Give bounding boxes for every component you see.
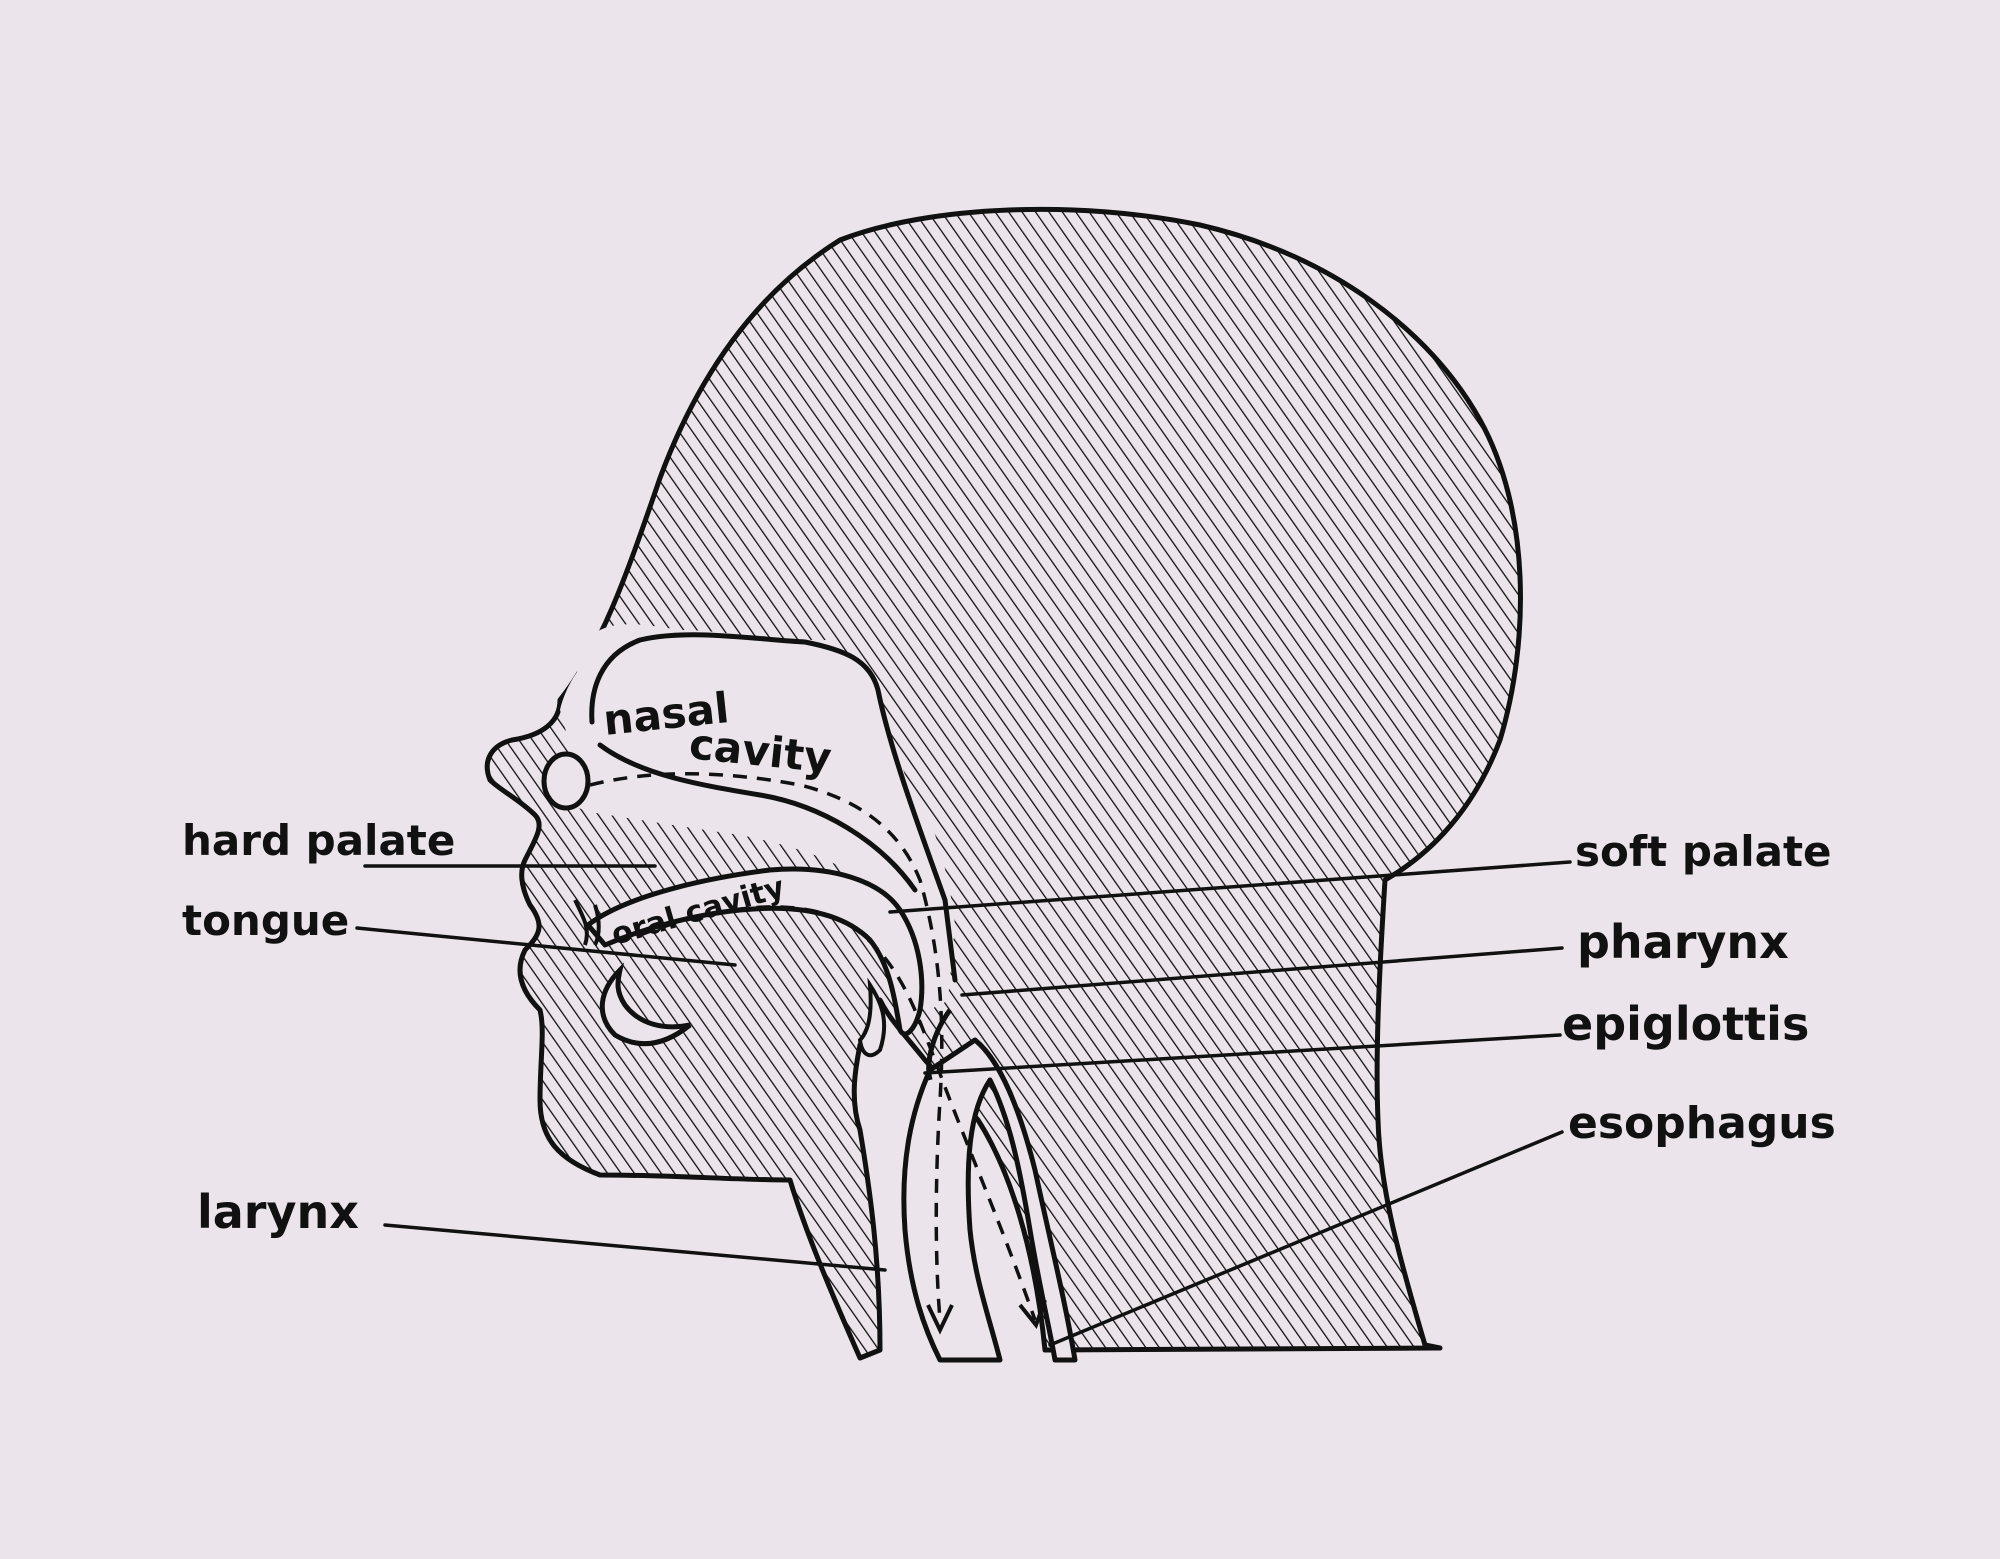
larynx-label: larynx xyxy=(197,1185,359,1239)
esophagus-label: esophagus xyxy=(1568,1098,1836,1149)
head-silhouette xyxy=(484,206,1523,1361)
epiglottis-label: epiglottis xyxy=(1562,997,1809,1051)
tongue-leader xyxy=(355,926,737,967)
airflow-paths xyxy=(589,772,1037,1321)
nasal-cavity-region xyxy=(560,624,958,1009)
leader-lines xyxy=(355,860,1572,1347)
larynx-leader xyxy=(383,1223,887,1272)
esophagus-leader xyxy=(1048,1130,1564,1347)
hard-palate-label: hard palate xyxy=(182,816,455,865)
oral-cavity-region xyxy=(573,866,925,1058)
nostril xyxy=(541,751,591,811)
tongue-label: tongue xyxy=(182,896,349,945)
nasal-airflow-path xyxy=(589,772,944,1321)
airflow-arrowheads xyxy=(926,1299,1047,1335)
soft-palate-leader xyxy=(888,860,1572,914)
pharynx-leader xyxy=(960,946,1564,997)
pharynx-label: pharynx xyxy=(1577,915,1789,969)
soft-palate-label: soft palate xyxy=(1575,827,1832,876)
epiglottis-leader xyxy=(923,1033,1562,1075)
